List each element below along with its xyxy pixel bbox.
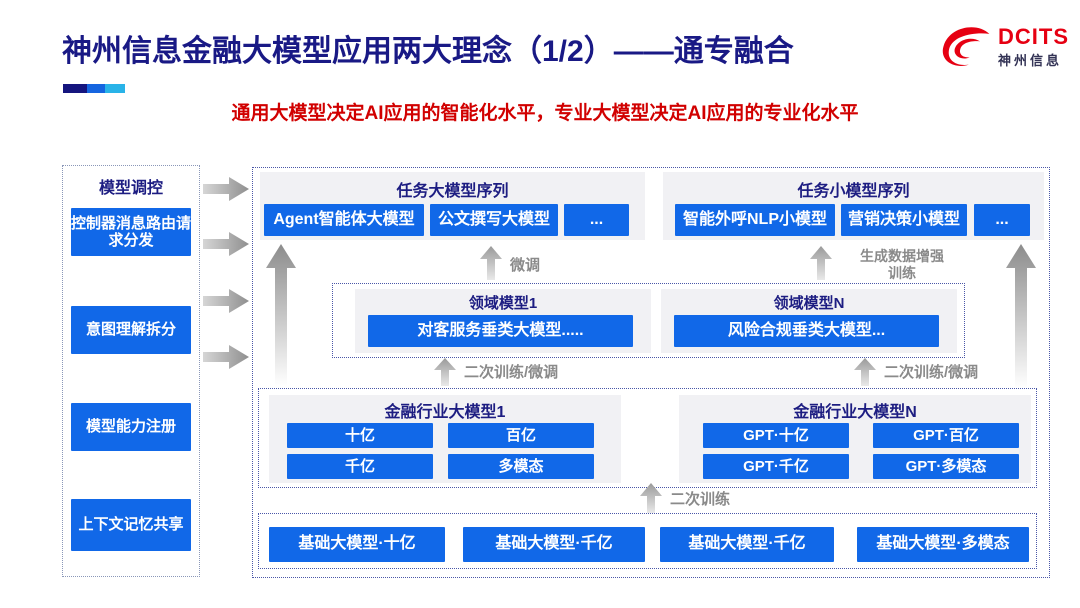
sidebar-item-register: 模型能力注册 bbox=[71, 403, 191, 451]
model-chip-gpt-10b: GPT·百亿 bbox=[873, 423, 1019, 448]
tall-up-arrow-icon bbox=[266, 244, 296, 386]
model-chip-docwriting: 公文撰写大模型 bbox=[430, 204, 558, 236]
dcits-logo: DCITS 神州信息 bbox=[938, 22, 1068, 72]
industry-n-title: 金融行业大模型N bbox=[793, 404, 917, 421]
industry-panel-1: 金融行业大模型1 十亿 百亿 千亿 多模态 bbox=[269, 395, 621, 483]
sidebar-item-intent: 意图理解拆分 bbox=[71, 306, 191, 354]
page-title: 神州信息金融大模型应用两大理念（1/2）——通专融合 bbox=[62, 35, 794, 68]
model-chip-base-100b-b: 基础大模型·千亿 bbox=[660, 527, 834, 562]
label-finetune: 微调 bbox=[510, 257, 541, 274]
model-chip-more-large: ... bbox=[564, 204, 629, 236]
model-chip-customer-service: 对客服务垂类大模型..... bbox=[368, 315, 633, 347]
accent-bar bbox=[63, 84, 125, 93]
model-chip-1b: 十亿 bbox=[287, 423, 433, 448]
task-small-title: 任务小模型序列 bbox=[797, 183, 910, 200]
task-large-panel: 任务大模型序列 Agent智能体大模型 公文撰写大模型 ... bbox=[260, 172, 645, 240]
model-chip-base-multimodal: 基础大模型·多模态 bbox=[857, 527, 1029, 562]
sidebar-item-context: 上下文记忆共享 bbox=[71, 499, 191, 551]
industry-1-title: 金融行业大模型1 bbox=[384, 404, 506, 421]
model-chip-10b: 百亿 bbox=[448, 423, 594, 448]
tall-up-arrow-icon bbox=[1006, 244, 1036, 388]
logo-company: 神州信息 bbox=[998, 53, 1063, 68]
model-chip-risk-compliance: 风险合规垂类大模型... bbox=[674, 315, 939, 347]
label-secondary-ft-left: 二次训练/微调 bbox=[464, 364, 559, 381]
domain-1-title: 领域模型1 bbox=[468, 295, 538, 312]
up-arrow-icon bbox=[810, 246, 832, 280]
task-large-title: 任务大模型序列 bbox=[396, 183, 509, 200]
domain-n-title: 领域模型N bbox=[773, 295, 845, 312]
model-chip-marketing: 营销决策小模型 bbox=[841, 204, 967, 236]
industry-panel-n: 金融行业大模型N GPT·十亿 GPT·百亿 GPT·千亿 GPT·多模态 bbox=[679, 395, 1031, 483]
model-chip-100b: 千亿 bbox=[287, 454, 433, 479]
task-small-panel: 任务小模型序列 智能外呼NLP小模型 营销决策小模型 ... bbox=[663, 172, 1044, 240]
arrow-right-icon bbox=[203, 345, 249, 369]
subtitle: 通用大模型决定AI应用的智能化水平，专业大模型决定AI应用的专业化水平 bbox=[231, 103, 859, 124]
logo-text: DCITS bbox=[998, 24, 1069, 49]
label-gen-data: 生成数据增强 训练 bbox=[860, 248, 944, 281]
domain-panel-n: 领域模型N 风险合规垂类大模型... bbox=[661, 289, 957, 353]
sidebar-item-router: 控制器消息路由请求分发 bbox=[71, 208, 191, 256]
model-chip-gpt-1b: GPT·十亿 bbox=[703, 423, 849, 448]
arrow-right-icon bbox=[203, 232, 249, 256]
model-chip-gpt-multimodal: GPT·多模态 bbox=[873, 454, 1019, 479]
domain-panel-1: 领域模型1 对客服务垂类大模型..... bbox=[355, 289, 651, 353]
arrow-right-icon bbox=[203, 177, 249, 201]
model-chip-agent: Agent智能体大模型 bbox=[264, 204, 424, 236]
sidebar: 模型调控 控制器消息路由请求分发 意图理解拆分 模型能力注册 上下文记忆共享 bbox=[62, 165, 200, 577]
up-arrow-icon bbox=[640, 483, 662, 513]
model-chip-base-100b-a: 基础大模型·千亿 bbox=[463, 527, 645, 562]
model-chip-multimodal: 多模态 bbox=[448, 454, 594, 479]
industry-frame: 金融行业大模型1 十亿 百亿 千亿 多模态 金融行业大模型N GPT·十亿 GP… bbox=[258, 388, 1037, 488]
diagram-outer-frame bbox=[252, 167, 1050, 578]
model-chip-gpt-100b: GPT·千亿 bbox=[703, 454, 849, 479]
arrow-right-icon bbox=[203, 289, 249, 313]
logo-swirl-icon bbox=[938, 24, 994, 68]
model-chip-nlp-callout: 智能外呼NLP小模型 bbox=[675, 204, 835, 236]
domain-frame: 领域模型1 对客服务垂类大模型..... 领域模型N 风险合规垂类大模型... bbox=[332, 283, 965, 358]
sidebar-title: 模型调控 bbox=[98, 180, 163, 197]
up-arrow-icon bbox=[854, 358, 876, 386]
label-secondary-train: 二次训练 bbox=[670, 491, 731, 508]
up-arrow-icon bbox=[434, 358, 456, 386]
label-secondary-ft-right: 二次训练/微调 bbox=[884, 364, 979, 381]
model-chip-base-1b: 基础大模型·十亿 bbox=[269, 527, 445, 562]
base-frame: 基础大模型·十亿 基础大模型·千亿 基础大模型·千亿 基础大模型·多模态 bbox=[258, 513, 1037, 569]
up-arrow-icon bbox=[480, 246, 502, 280]
model-chip-more-small: ... bbox=[974, 204, 1030, 236]
